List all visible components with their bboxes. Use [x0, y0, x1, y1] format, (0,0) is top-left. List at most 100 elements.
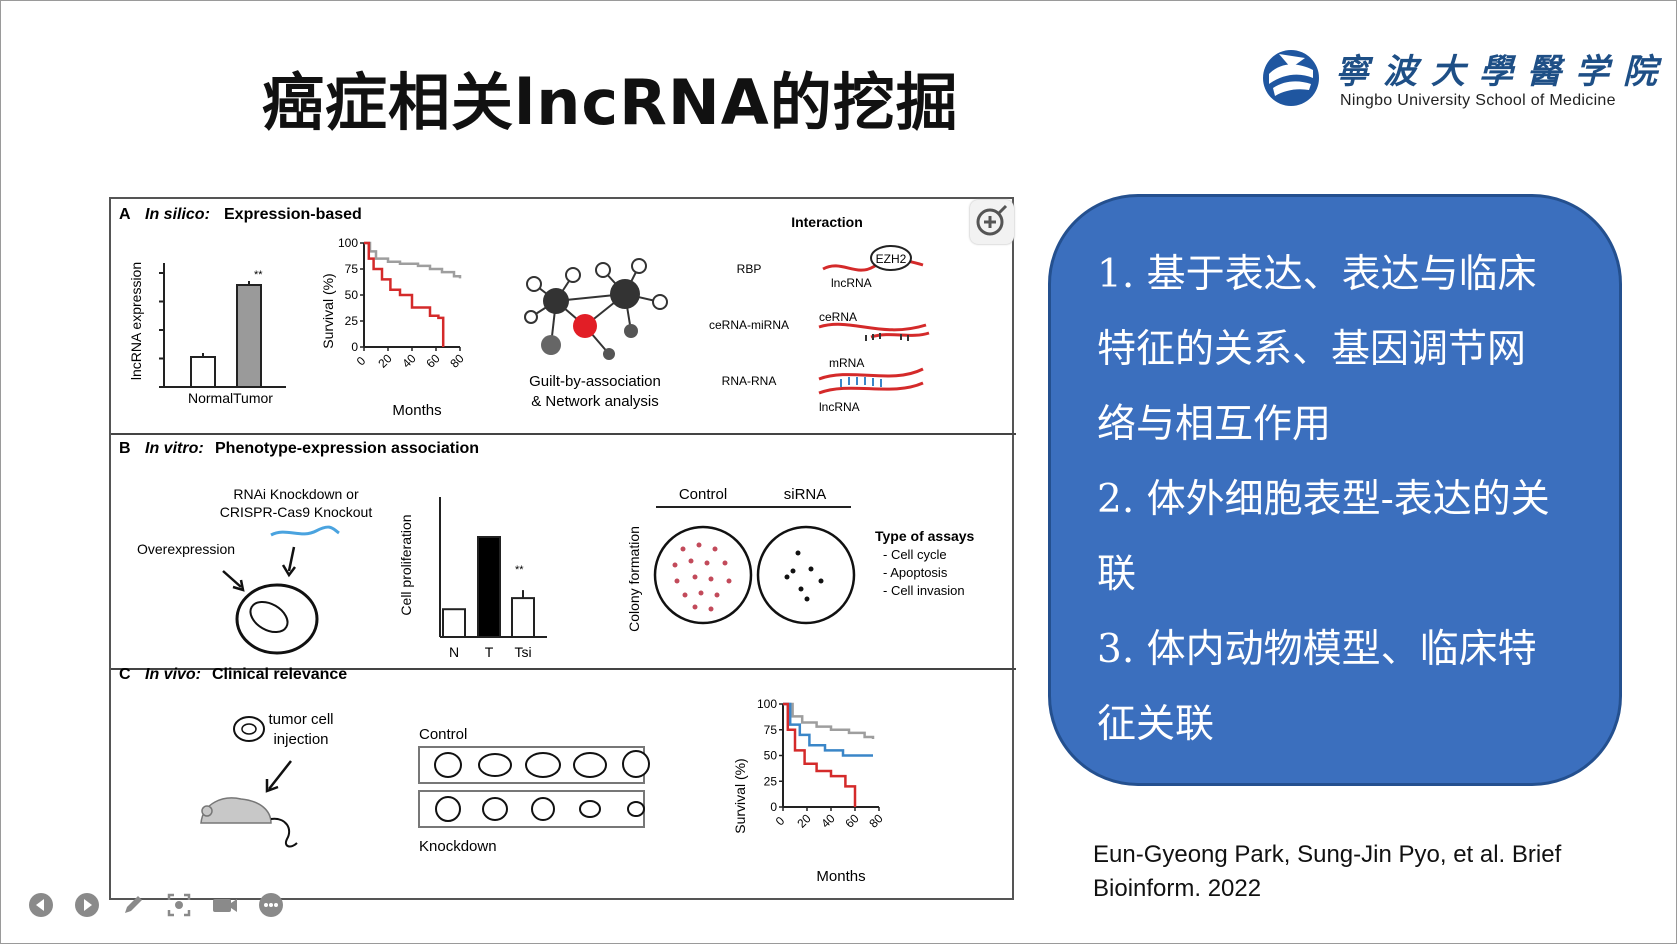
capture-icon[interactable]	[164, 890, 194, 920]
next-icon[interactable]	[72, 890, 102, 920]
bar-category-label: Normal	[188, 390, 233, 406]
mouse-diagram	[200, 716, 298, 848]
lncrna-label: lncRNA	[819, 400, 860, 414]
rna-rna-diagram	[818, 367, 924, 395]
presentation-toolbar	[26, 890, 296, 924]
university-logo: 寧波大學醫学院 Ningbo University School of Medi…	[1255, 44, 1657, 114]
summary-line: 3. 体内动物模型、临床特	[1097, 627, 1537, 672]
knockdown-label: RNAi Knockdown or	[233, 486, 359, 502]
assay-item: - Cell invasion	[883, 583, 965, 598]
x-tick-label: 20	[794, 811, 814, 831]
survival-series-line	[364, 241, 462, 279]
slide-title: 癌症相关lncRNA的挖掘	[262, 66, 959, 139]
y-tick-label: 75	[345, 262, 359, 276]
injection-label: tumor cell	[268, 711, 333, 728]
y-tick-label: 75	[764, 723, 778, 737]
panel-a-title: Expression-based	[224, 206, 362, 223]
significance-mark: **	[515, 564, 524, 576]
panel-b-bar-chart: Cell proliferation N T Tsi **	[398, 497, 547, 660]
assay-item: - Cell cycle	[883, 547, 947, 562]
bar	[236, 284, 262, 388]
x-tick-label: 80	[447, 351, 467, 371]
tumor-control-label: Control	[419, 726, 467, 743]
survival-series-line	[783, 702, 873, 757]
injection-label: injection	[273, 731, 328, 748]
network-node	[524, 310, 538, 324]
network-node	[610, 279, 640, 309]
citation: Eun-Gyeong Park, Sung-Jin Pyo, et al. Br…	[1093, 838, 1613, 906]
more-icon[interactable]	[256, 890, 286, 920]
bar-category-label: Tsi	[514, 644, 531, 660]
citation-line: Bioinform. 2022	[1093, 875, 1262, 902]
summary-line: 征关联	[1097, 702, 1215, 747]
survival-xlabel: Months	[816, 868, 865, 885]
network-node	[603, 348, 615, 360]
panel-a-title-italic: In silico:	[145, 206, 210, 223]
zoom-button[interactable]	[970, 200, 1014, 244]
rbp-diagram	[822, 245, 924, 272]
y-tick-label: 100	[757, 697, 777, 711]
bar	[477, 536, 501, 638]
network-label: Guilt-by-association	[529, 373, 661, 390]
pen-icon[interactable]	[118, 890, 148, 920]
summary-line: 络与相互作用	[1097, 402, 1332, 447]
prolif-ylabel: Cell proliferation	[398, 514, 414, 615]
colony-plates	[653, 525, 856, 625]
citation-line: Eun-Gyeong Park, Sung-Jin Pyo, et al. Br…	[1093, 841, 1562, 868]
network-node	[631, 258, 647, 274]
x-tick-label: 80	[866, 811, 886, 831]
tumor-knockdown-label: Knockdown	[419, 838, 497, 855]
cerna-label: ceRNA	[819, 310, 857, 324]
y-tick-label: 0	[770, 800, 777, 814]
control-plate	[653, 525, 753, 625]
zoom-in-icon	[976, 204, 1008, 236]
network-node	[543, 288, 569, 314]
y-tick-label: 100	[338, 236, 358, 250]
colony-ylabel: Colony formation	[626, 526, 642, 632]
panel-a-letter: A	[119, 206, 131, 223]
assay-item: - Apoptosis	[883, 565, 948, 580]
x-tick-label: 60	[423, 351, 443, 371]
logo-english-name: Ningbo University School of Medicine	[1340, 92, 1616, 109]
camera-icon[interactable]	[210, 890, 240, 920]
logo-chinese-name: 寧波大學醫学院	[1335, 52, 1671, 92]
logo-emblem-icon	[1263, 50, 1319, 106]
summary-box: 1. 基于表达、表达与临床 特征的关系、基因调节网 络与相互作用 2. 体外细胞…	[1048, 194, 1622, 786]
x-tick-label: 60	[842, 811, 862, 831]
x-tick-label: 0	[354, 353, 369, 368]
network-node	[565, 267, 581, 283]
y-tick-label: 25	[345, 314, 359, 328]
significance-mark: **	[254, 269, 263, 281]
summary-text: 1. 基于表达、表达与临床 特征的关系、基因调节网 络与相互作用 2. 体外细胞…	[1097, 237, 1597, 762]
network-node	[652, 294, 668, 310]
network-label: & Network analysis	[531, 393, 659, 410]
bar-ylabel: lncRNA expression	[128, 262, 144, 380]
bar-category-label: N	[449, 644, 459, 660]
knockdown-label: CRISPR-Cas9 Knockout	[220, 504, 373, 520]
overexpression-label: Overexpression	[137, 541, 235, 557]
network-node	[526, 276, 542, 292]
survival-ylabel: Survival (%)	[732, 758, 748, 833]
ezh2-label: EZH2	[876, 252, 907, 266]
survival-series-line	[783, 702, 857, 807]
panel-c-title-italic: In vivo:	[145, 666, 201, 683]
panel-a-bar-chart: lncRNA expression Normal Tumor **	[128, 262, 286, 406]
y-tick-label: 50	[764, 749, 778, 763]
survival-ylabel: Survival (%)	[320, 273, 336, 348]
colony-sirna-label: siRNA	[784, 486, 827, 503]
y-tick-label: 25	[764, 774, 778, 788]
network-node-highlight	[573, 314, 597, 338]
interaction-type: RBP	[737, 262, 762, 276]
x-tick-label: 0	[773, 813, 788, 828]
previous-icon[interactable]	[26, 890, 56, 920]
lncrna-label: lncRNA	[831, 276, 872, 290]
interaction-type: RNA-RNA	[722, 374, 777, 388]
panel-b-title-italic: In vitro:	[145, 440, 204, 457]
figure-svg: A In silico: Expression-based lncRNA exp…	[111, 206, 1016, 885]
summary-line: 1. 基于表达、表达与临床	[1097, 252, 1537, 297]
tumor-samples	[434, 750, 650, 822]
x-tick-label: 40	[818, 811, 838, 831]
panel-b-letter: B	[119, 440, 131, 457]
